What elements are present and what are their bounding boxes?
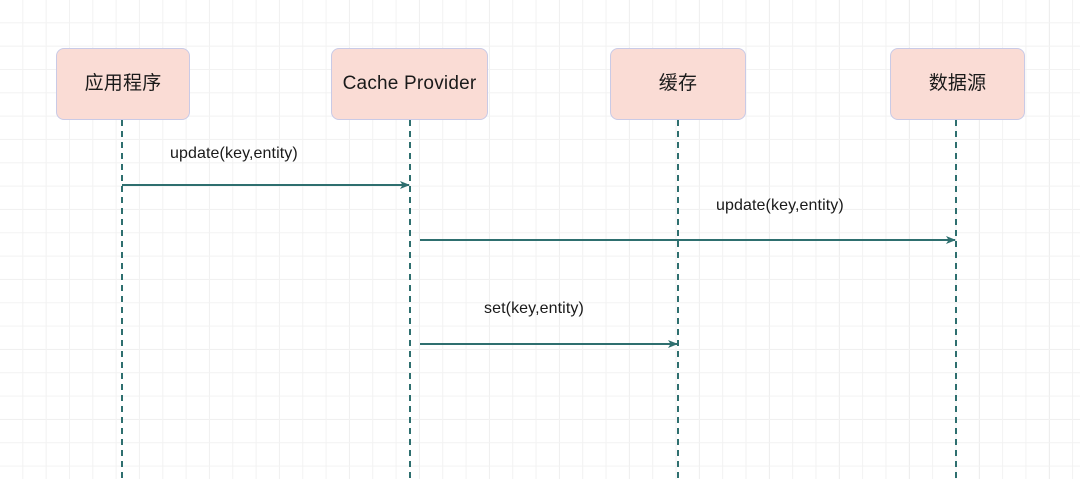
participant-label-cache: 缓存 <box>658 72 698 94</box>
participant-label-datasource: 数据源 <box>928 72 987 94</box>
participant-box-cache-provider[interactable]: Cache Provider <box>331 48 488 120</box>
participant-box-datasource[interactable]: 数据源 <box>890 48 1025 120</box>
message-label-3: set(key,entity) <box>484 300 584 317</box>
participant-box-app[interactable]: 应用程序 <box>56 48 190 120</box>
message-arrow-group <box>122 181 956 348</box>
participant-label-app: 应用程序 <box>84 72 162 94</box>
participant-label-cache-provider: Cache Provider <box>342 72 477 94</box>
lifeline-group <box>121 120 957 479</box>
message-label-2: update(key,entity) <box>716 197 844 214</box>
participant-box-cache[interactable]: 缓存 <box>610 48 746 120</box>
message-label-1: update(key,entity) <box>170 145 298 162</box>
